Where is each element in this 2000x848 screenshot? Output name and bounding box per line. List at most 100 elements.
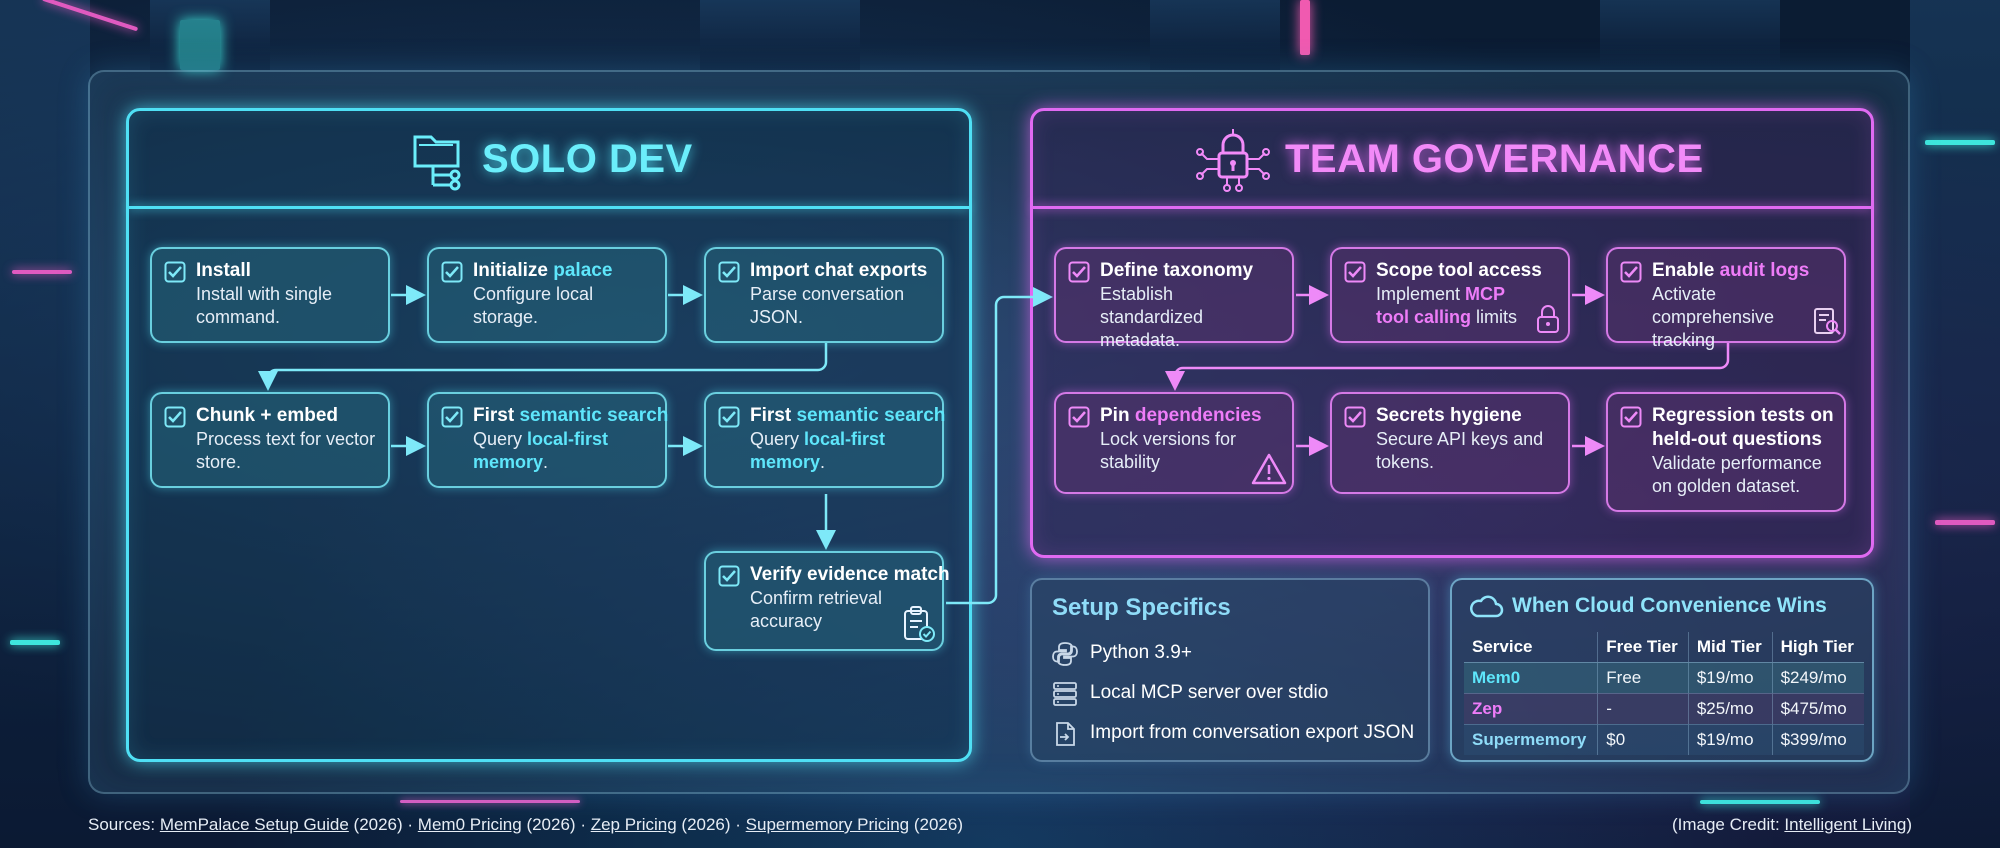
highlight-term: local-first memory xyxy=(750,429,886,472)
highlight-term: semantic search xyxy=(796,405,946,426)
solo-step-initialize-palace: Initialize palace Configure local storag… xyxy=(427,247,667,343)
image-credit: (Image Credit: Intelligent Living) xyxy=(1671,815,1912,834)
sources-label: Sources: xyxy=(88,815,160,834)
credit-link[interactable]: Intelligent Living xyxy=(1784,815,1907,834)
step-title: Verify evidence match xyxy=(750,564,950,585)
highlight-term: local-first memory xyxy=(473,429,609,472)
team-step-enable-audit-logs: Enable audit logs Activate comprehensive… xyxy=(1606,247,1846,350)
solo-step-semantic-search-1: First semantic search Query local-first … xyxy=(427,392,669,488)
solo-dev-title: SOLO DEV xyxy=(482,137,693,181)
free-tier-price: Free xyxy=(1597,661,1689,693)
source-link-mem0[interactable]: Mem0 Pricing xyxy=(417,815,522,834)
step-description: Establish standardized metadata. xyxy=(1100,284,1204,350)
step-description: Process text for vector store. xyxy=(196,429,376,472)
highlight-term: audit logs xyxy=(1719,260,1810,281)
step-description: Query local-first memory. xyxy=(473,429,609,472)
column-header: Service xyxy=(1464,632,1598,663)
table-row: Zep - $25/mo $475/mo xyxy=(1464,692,1864,724)
checkbox-icon xyxy=(1068,261,1090,283)
step-title: Scope tool access xyxy=(1376,260,1542,281)
step-title: Define taxonomy xyxy=(1100,260,1254,281)
server-icon xyxy=(1053,682,1077,706)
team-governance-header: TEAM GOVERNANCE xyxy=(1033,111,1871,209)
step-title: Import chat exports xyxy=(750,260,928,281)
step-title: Secrets hygiene xyxy=(1376,405,1522,426)
solo-dev-header: SOLO DEV xyxy=(129,111,969,209)
checkbox-icon xyxy=(1344,261,1366,283)
document-search-icon xyxy=(1814,308,1841,335)
step-description: Query local-first memory. xyxy=(750,429,886,472)
checkbox-icon xyxy=(164,406,186,428)
setup-item-text: Import from conversation export JSON xyxy=(1090,722,1415,743)
team-governance-header-divider xyxy=(1033,206,1871,209)
checkbox-icon xyxy=(1068,406,1090,428)
mid-tier-price: $19/mo xyxy=(1687,723,1773,755)
step-description: Validate performance on golden dataset. xyxy=(1652,453,1822,496)
service-name: Zep xyxy=(1464,692,1598,724)
setup-specifics-title: Setup Specifics xyxy=(1052,594,1231,621)
step-title: Install xyxy=(196,260,251,281)
highlight-term: dependencies xyxy=(1134,405,1262,426)
checkbox-icon xyxy=(164,261,186,283)
setup-specifics-panel: Setup Specifics Python 3.9+ Local MCP se… xyxy=(1030,578,1430,762)
cloud-convenience-panel: When Cloud Convenience Wins Service Free… xyxy=(1450,578,1874,762)
highlight-term: MCP tool calling xyxy=(1376,284,1505,327)
free-tier-price: - xyxy=(1597,692,1689,724)
checkbox-icon xyxy=(718,261,740,283)
solo-dev-header-divider xyxy=(129,206,969,209)
step-description: Secure API keys and tokens. xyxy=(1376,429,1544,472)
team-step-scope-tool-access: Scope tool access Implement MCP tool cal… xyxy=(1330,247,1570,343)
checkbox-icon xyxy=(718,406,740,428)
python-icon xyxy=(1052,642,1078,666)
step-title: Enable audit logs xyxy=(1652,260,1810,281)
solo-dev-panel: SOLO DEV xyxy=(126,108,972,762)
high-tier-price: $249/mo xyxy=(1771,661,1864,693)
clipboard-check-icon xyxy=(904,606,935,642)
checkbox-icon xyxy=(1620,261,1642,283)
team-governance-title: TEAM GOVERNANCE xyxy=(1285,137,1704,181)
high-tier-price: $399/mo xyxy=(1771,723,1864,755)
step-title: Pin dependencies xyxy=(1100,405,1262,426)
team-step-define-taxonomy: Define taxonomy Establish standardized m… xyxy=(1054,247,1294,350)
lock-circuit-icon xyxy=(1196,129,1270,192)
solo-step-import-chat-exports: Import chat exports Parse conversation J… xyxy=(704,247,944,343)
step-description: Configure local storage. xyxy=(473,284,594,327)
column-header: Free Tier xyxy=(1597,632,1689,663)
step-description: Install with single command. xyxy=(196,284,333,327)
service-name: Mem0 xyxy=(1464,661,1598,693)
team-step-secrets-hygiene: Secrets hygiene Secure API keys and toke… xyxy=(1330,392,1570,494)
step-title: Chunk + embed xyxy=(196,405,338,426)
solo-step-install: Install Install with single command. xyxy=(150,247,390,343)
solo-step-chunk-embed: Chunk + embed Process text for vector st… xyxy=(150,392,390,488)
service-name: Supermemory xyxy=(1464,723,1598,755)
column-header: Mid Tier xyxy=(1687,632,1773,663)
solo-step-verify-evidence: Verify evidence match Confirm retrieval … xyxy=(704,551,950,651)
step-title: Initialize palace xyxy=(473,260,613,281)
team-step-pin-dependencies: Pin dependencies Lock versions for stabi… xyxy=(1054,392,1294,494)
checkbox-icon xyxy=(441,261,463,283)
high-tier-price: $475/mo xyxy=(1771,692,1864,724)
step-description: Lock versions for stability xyxy=(1100,429,1237,472)
source-link-supermemory[interactable]: Supermemory Pricing xyxy=(745,815,910,834)
step-title: First semantic search xyxy=(750,405,946,426)
pricing-header-row: Service Free Tier Mid Tier High Tier xyxy=(1464,632,1864,663)
step-title: First semantic search xyxy=(473,405,669,426)
step-description: Parse conversation JSON. xyxy=(750,284,905,327)
padlock-icon xyxy=(1537,305,1559,333)
table-row: Mem0 Free $19/mo $249/mo xyxy=(1464,661,1864,693)
step-title: Regression tests on held-out questions xyxy=(1652,405,1834,450)
pricing-table: Service Free Tier Mid Tier High Tier Mem… xyxy=(1464,632,1864,755)
solo-step-semantic-search-2: First semantic search Query local-first … xyxy=(704,392,946,488)
sources-line: Sources: MemPalace Setup Guide (2026) · … xyxy=(88,815,963,834)
step-description: Confirm retrieval accuracy xyxy=(750,588,883,631)
folder-network-icon xyxy=(413,135,461,191)
checkbox-icon xyxy=(1620,406,1642,428)
checkbox-icon xyxy=(1344,406,1366,428)
file-import-icon xyxy=(1056,722,1075,746)
source-link-mempalace[interactable]: MemPalace Setup Guide xyxy=(159,815,349,834)
source-link-zep[interactable]: Zep Pricing xyxy=(590,815,677,834)
highlight-term: palace xyxy=(553,260,613,281)
step-description: Activate comprehensive tracking xyxy=(1652,284,1775,350)
cloud-convenience-title: When Cloud Convenience Wins xyxy=(1512,594,1827,617)
mid-tier-price: $25/mo xyxy=(1687,692,1773,724)
